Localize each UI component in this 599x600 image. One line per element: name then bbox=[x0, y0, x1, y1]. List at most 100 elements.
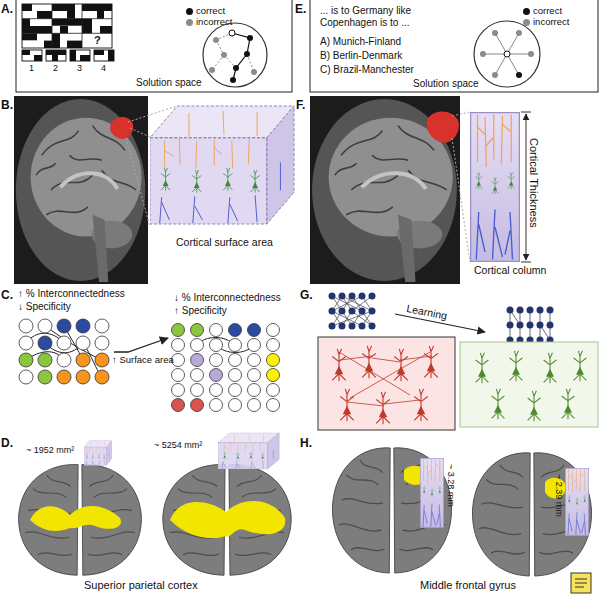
node-outline bbox=[470, 112, 520, 262]
neuron-boxes-part-part bbox=[544, 353, 557, 383]
panel-frames-part bbox=[16, 0, 292, 92]
matrix-puzzle-part-part bbox=[22, 50, 30, 55]
neuron-grids-part-part bbox=[57, 336, 71, 350]
neuron-grids-part-part bbox=[248, 369, 261, 382]
sagittal-mri bbox=[14, 96, 470, 284]
neuron-grids-part-part bbox=[267, 324, 280, 337]
panel-letter: D. bbox=[1, 436, 13, 450]
solution-network-part bbox=[232, 33, 250, 80]
neuron-grids-part-part bbox=[95, 353, 109, 367]
node-text: ~ 5254 mm² bbox=[154, 440, 202, 451]
edge-label: ↑ Surface area bbox=[112, 354, 174, 365]
space-outline bbox=[203, 23, 267, 87]
matrix-puzzle-part-part bbox=[94, 50, 114, 61]
learning-networks-part-part bbox=[349, 293, 356, 300]
cortical-column: Cortical ThicknessCortical column bbox=[470, 112, 520, 262]
panel-letter: E. bbox=[295, 2, 306, 16]
neuron-grids-part bbox=[19, 319, 109, 384]
neuron-boxes-part-part bbox=[424, 346, 438, 378]
learning-networks-part-part bbox=[349, 323, 356, 330]
matrix-puzzle-part-part bbox=[52, 19, 82, 26]
learning-networks-part-part bbox=[349, 308, 356, 315]
neuron-grids-part-part bbox=[210, 369, 223, 382]
node-text: ~ 1952 mm² bbox=[26, 445, 74, 456]
node-text: Cortical column bbox=[474, 264, 546, 277]
solution-space-circle: Solution space bbox=[202, 22, 268, 88]
arrow-label: Learning bbox=[406, 302, 449, 323]
connector-arrow bbox=[114, 338, 168, 352]
legend-text: incorrect bbox=[196, 16, 232, 27]
neuron-grids-part-part bbox=[210, 399, 223, 412]
learning-networks-part-part bbox=[527, 307, 534, 314]
neuron-grids-part-part bbox=[248, 339, 261, 352]
legend-swatch bbox=[523, 8, 530, 15]
neuron-grids-part-part bbox=[172, 339, 185, 352]
learning-networks-part-part bbox=[329, 323, 336, 330]
solution-network-part bbox=[229, 30, 235, 36]
neuron-boxes-part bbox=[339, 352, 432, 406]
neuron-grids-part-part bbox=[229, 384, 242, 397]
solution-star-part-part bbox=[492, 30, 498, 36]
matrix-puzzle-part-part bbox=[22, 33, 37, 40]
solution-network bbox=[209, 30, 257, 83]
neuron-grids-part bbox=[172, 324, 280, 412]
node-outline bbox=[150, 103, 296, 227]
solution-space-circle: Solution space bbox=[473, 20, 541, 88]
matrix-puzzle-part-part bbox=[52, 33, 60, 48]
legend-text: correct bbox=[196, 5, 225, 16]
neuron-grids-part-part bbox=[57, 353, 71, 367]
neuron-grids-part-part bbox=[210, 354, 223, 367]
legend-swatch bbox=[186, 19, 193, 26]
panel-letter: G. bbox=[300, 288, 313, 302]
neuron-boxes-part bbox=[318, 337, 455, 430]
answer-option: C) Brazil-Manchester bbox=[320, 64, 414, 76]
learning-networks-part-part bbox=[547, 307, 554, 314]
top-view-brains-part bbox=[170, 501, 285, 538]
matrix-puzzle-part-part bbox=[60, 26, 68, 33]
learning-networks-part-part bbox=[359, 323, 366, 330]
option-number: 1 bbox=[29, 63, 34, 74]
learning-networks-part bbox=[510, 310, 550, 340]
neuron-boxes-part-part bbox=[476, 353, 489, 383]
region-name: Superior parietal cortex bbox=[84, 579, 198, 592]
neuron-grids-part-part bbox=[76, 336, 90, 350]
matrix-puzzle-part-part bbox=[46, 50, 66, 55]
node-text: ~ 3.28 mm bbox=[445, 464, 456, 507]
matrix-puzzle-part bbox=[22, 4, 112, 48]
matrix-puzzle-part-part bbox=[46, 50, 66, 61]
solution-network-part bbox=[230, 35, 253, 83]
matrix-puzzle-part-part bbox=[52, 55, 58, 61]
region-name: Middle frontal gyrus bbox=[420, 579, 516, 592]
solution-network-part-part bbox=[251, 69, 257, 75]
neuron-grids-part-part bbox=[229, 324, 242, 337]
tissue-block bbox=[150, 106, 294, 224]
neuron-grid: ↓ % Interconnectedness↑ Specificity bbox=[168, 322, 286, 412]
learning-networks-part-part bbox=[507, 322, 514, 329]
neuron-grids-part-part bbox=[267, 384, 280, 397]
neuron-boxes-part-part bbox=[376, 392, 390, 424]
neuron-grids-part-part bbox=[76, 353, 90, 367]
learning-networks-part bbox=[329, 293, 376, 330]
learning-networks-part-part bbox=[537, 322, 544, 329]
node-outline bbox=[202, 22, 268, 88]
solution-network-part-part bbox=[247, 35, 253, 41]
solution-star-part-part bbox=[528, 51, 534, 57]
tissue-block bbox=[565, 468, 588, 535]
neuron-grids-part-part bbox=[191, 324, 204, 337]
tissue-block bbox=[84, 441, 112, 466]
matrix-puzzle bbox=[22, 4, 114, 61]
learning-networks-part-part bbox=[369, 323, 376, 330]
neuron-grids-part-part bbox=[95, 370, 109, 384]
neuron-grids-part-part bbox=[57, 319, 71, 333]
thickness-bracket-part bbox=[526, 114, 527, 260]
neuron-grids-part-part bbox=[191, 354, 204, 367]
panel-letter: C. bbox=[1, 288, 13, 302]
neuron-grids-part-part bbox=[267, 399, 280, 412]
learning-networks-part-part bbox=[339, 308, 346, 315]
node-text: ↑ % Interconnectedness bbox=[18, 288, 125, 300]
neuron-grids-part-part bbox=[210, 339, 223, 352]
note-icon-part bbox=[571, 573, 591, 593]
matrix-puzzle-part-part bbox=[70, 50, 76, 61]
